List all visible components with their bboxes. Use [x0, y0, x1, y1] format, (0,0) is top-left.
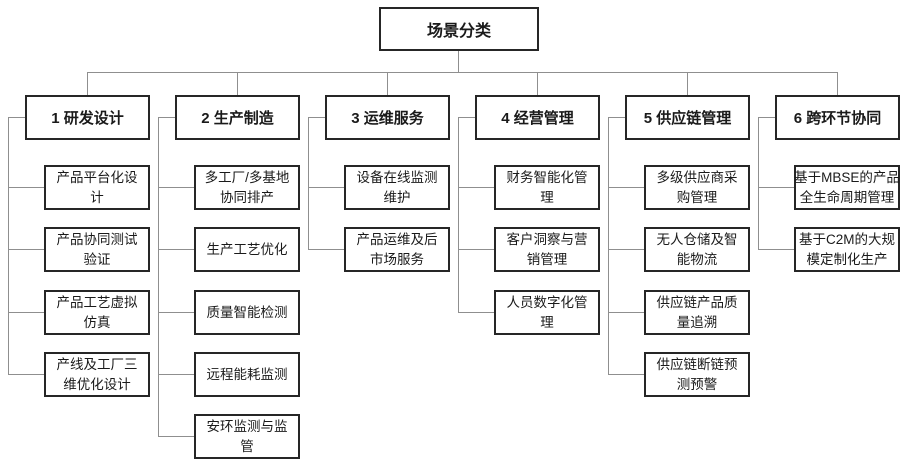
connector-branch — [158, 436, 194, 437]
connector-branch — [608, 249, 644, 250]
connector-branch — [8, 187, 44, 188]
connector-spine-col2 — [158, 117, 159, 436]
connector-branch — [158, 187, 194, 188]
node-production-line-factory-3d-optimization: 产线及工厂三 维优化设计 — [44, 352, 150, 397]
node-unmanned-warehouse-intelligent-logistics: 无人仓储及智 能物流 — [644, 227, 750, 272]
node-product-collaborative-testing-verification: 产品协同测试 验证 — [44, 227, 150, 272]
category-header-business-management: 4 经营管理 — [475, 95, 600, 140]
node-product-process-virtual-simulation: 产品工艺虚拟 仿真 — [44, 290, 150, 335]
connector-spine-col4 — [458, 117, 459, 312]
connector-drop-col3 — [387, 72, 388, 95]
node-intelligent-quality-inspection: 质量智能检测 — [194, 290, 300, 335]
connector-branch — [458, 187, 494, 188]
node-intelligent-finance-management: 财务智能化管 理 — [494, 165, 600, 210]
connector-stub-col6 — [758, 117, 775, 118]
connector-top-bus — [87, 72, 838, 73]
connector-drop-col2 — [237, 72, 238, 95]
connector-stub-col4 — [458, 117, 475, 118]
connector-spine-col5 — [608, 117, 609, 374]
connector-branch — [158, 312, 194, 313]
connector-branch — [158, 374, 194, 375]
connector-branch — [608, 187, 644, 188]
category-header-production-manufacturing: 2 生产制造 — [175, 95, 300, 140]
connector-stub-col1 — [8, 117, 25, 118]
node-product-om-aftermarket-service: 产品运维及后 市场服务 — [344, 227, 450, 272]
node-multi-factory-collaborative-scheduling: 多工厂/多基地 协同排产 — [194, 165, 300, 210]
connector-branch — [308, 249, 344, 250]
connector-branch — [758, 187, 794, 188]
root-node-scenario-classification: 场景分类 — [379, 7, 539, 51]
connector-branch — [458, 249, 494, 250]
category-header-cross-link-collaboration: 6 跨环节协同 — [775, 95, 900, 140]
connector-drop-col4 — [537, 72, 538, 95]
connector-drop-col5 — [687, 72, 688, 95]
connector-branch — [158, 249, 194, 250]
connector-spine-col3 — [308, 117, 309, 249]
connector-drop-col1 — [87, 72, 88, 95]
connector-root-stem — [458, 51, 459, 72]
node-personnel-digital-management: 人员数字化管 理 — [494, 290, 600, 335]
connector-spine-col6 — [758, 117, 759, 249]
node-equipment-online-monitoring-maintenance: 设备在线监测 维护 — [344, 165, 450, 210]
connector-stub-col2 — [158, 117, 175, 118]
node-c2m-mass-customization-production: 基于C2M的大规 模定制化生产 — [794, 227, 900, 272]
connector-branch — [8, 374, 44, 375]
connector-branch — [8, 249, 44, 250]
category-header-supply-chain-management: 5 供应链管理 — [625, 95, 750, 140]
connector-branch — [608, 374, 644, 375]
node-remote-energy-monitoring: 远程能耗监测 — [194, 352, 300, 397]
node-supply-chain-disruption-prediction-warning: 供应链断链预 测预警 — [644, 352, 750, 397]
connector-branch — [8, 312, 44, 313]
node-product-platform-design: 产品平台化设 计 — [44, 165, 150, 210]
node-safety-environment-monitoring-supervision: 安环监测与监 管 — [194, 414, 300, 459]
category-header-rnd-design: 1 研发设计 — [25, 95, 150, 140]
node-customer-insight-marketing-management: 客户洞察与营 销管理 — [494, 227, 600, 272]
connector-stub-col3 — [308, 117, 325, 118]
connector-branch — [308, 187, 344, 188]
node-supply-chain-product-quality-traceability: 供应链产品质 量追溯 — [644, 290, 750, 335]
connector-branch — [608, 312, 644, 313]
node-mbse-product-lifecycle-management: 基于MBSE的产品 全生命周期管理 — [794, 165, 900, 210]
connector-branch — [458, 312, 494, 313]
connector-stub-col5 — [608, 117, 625, 118]
connector-drop-col6 — [837, 72, 838, 95]
connector-branch — [758, 249, 794, 250]
node-production-process-optimization: 生产工艺优化 — [194, 227, 300, 272]
category-header-operations-maintenance-service: 3 运维服务 — [325, 95, 450, 140]
connector-spine-col1 — [8, 117, 9, 374]
node-multi-tier-supplier-procurement-management: 多级供应商采 购管理 — [644, 165, 750, 210]
